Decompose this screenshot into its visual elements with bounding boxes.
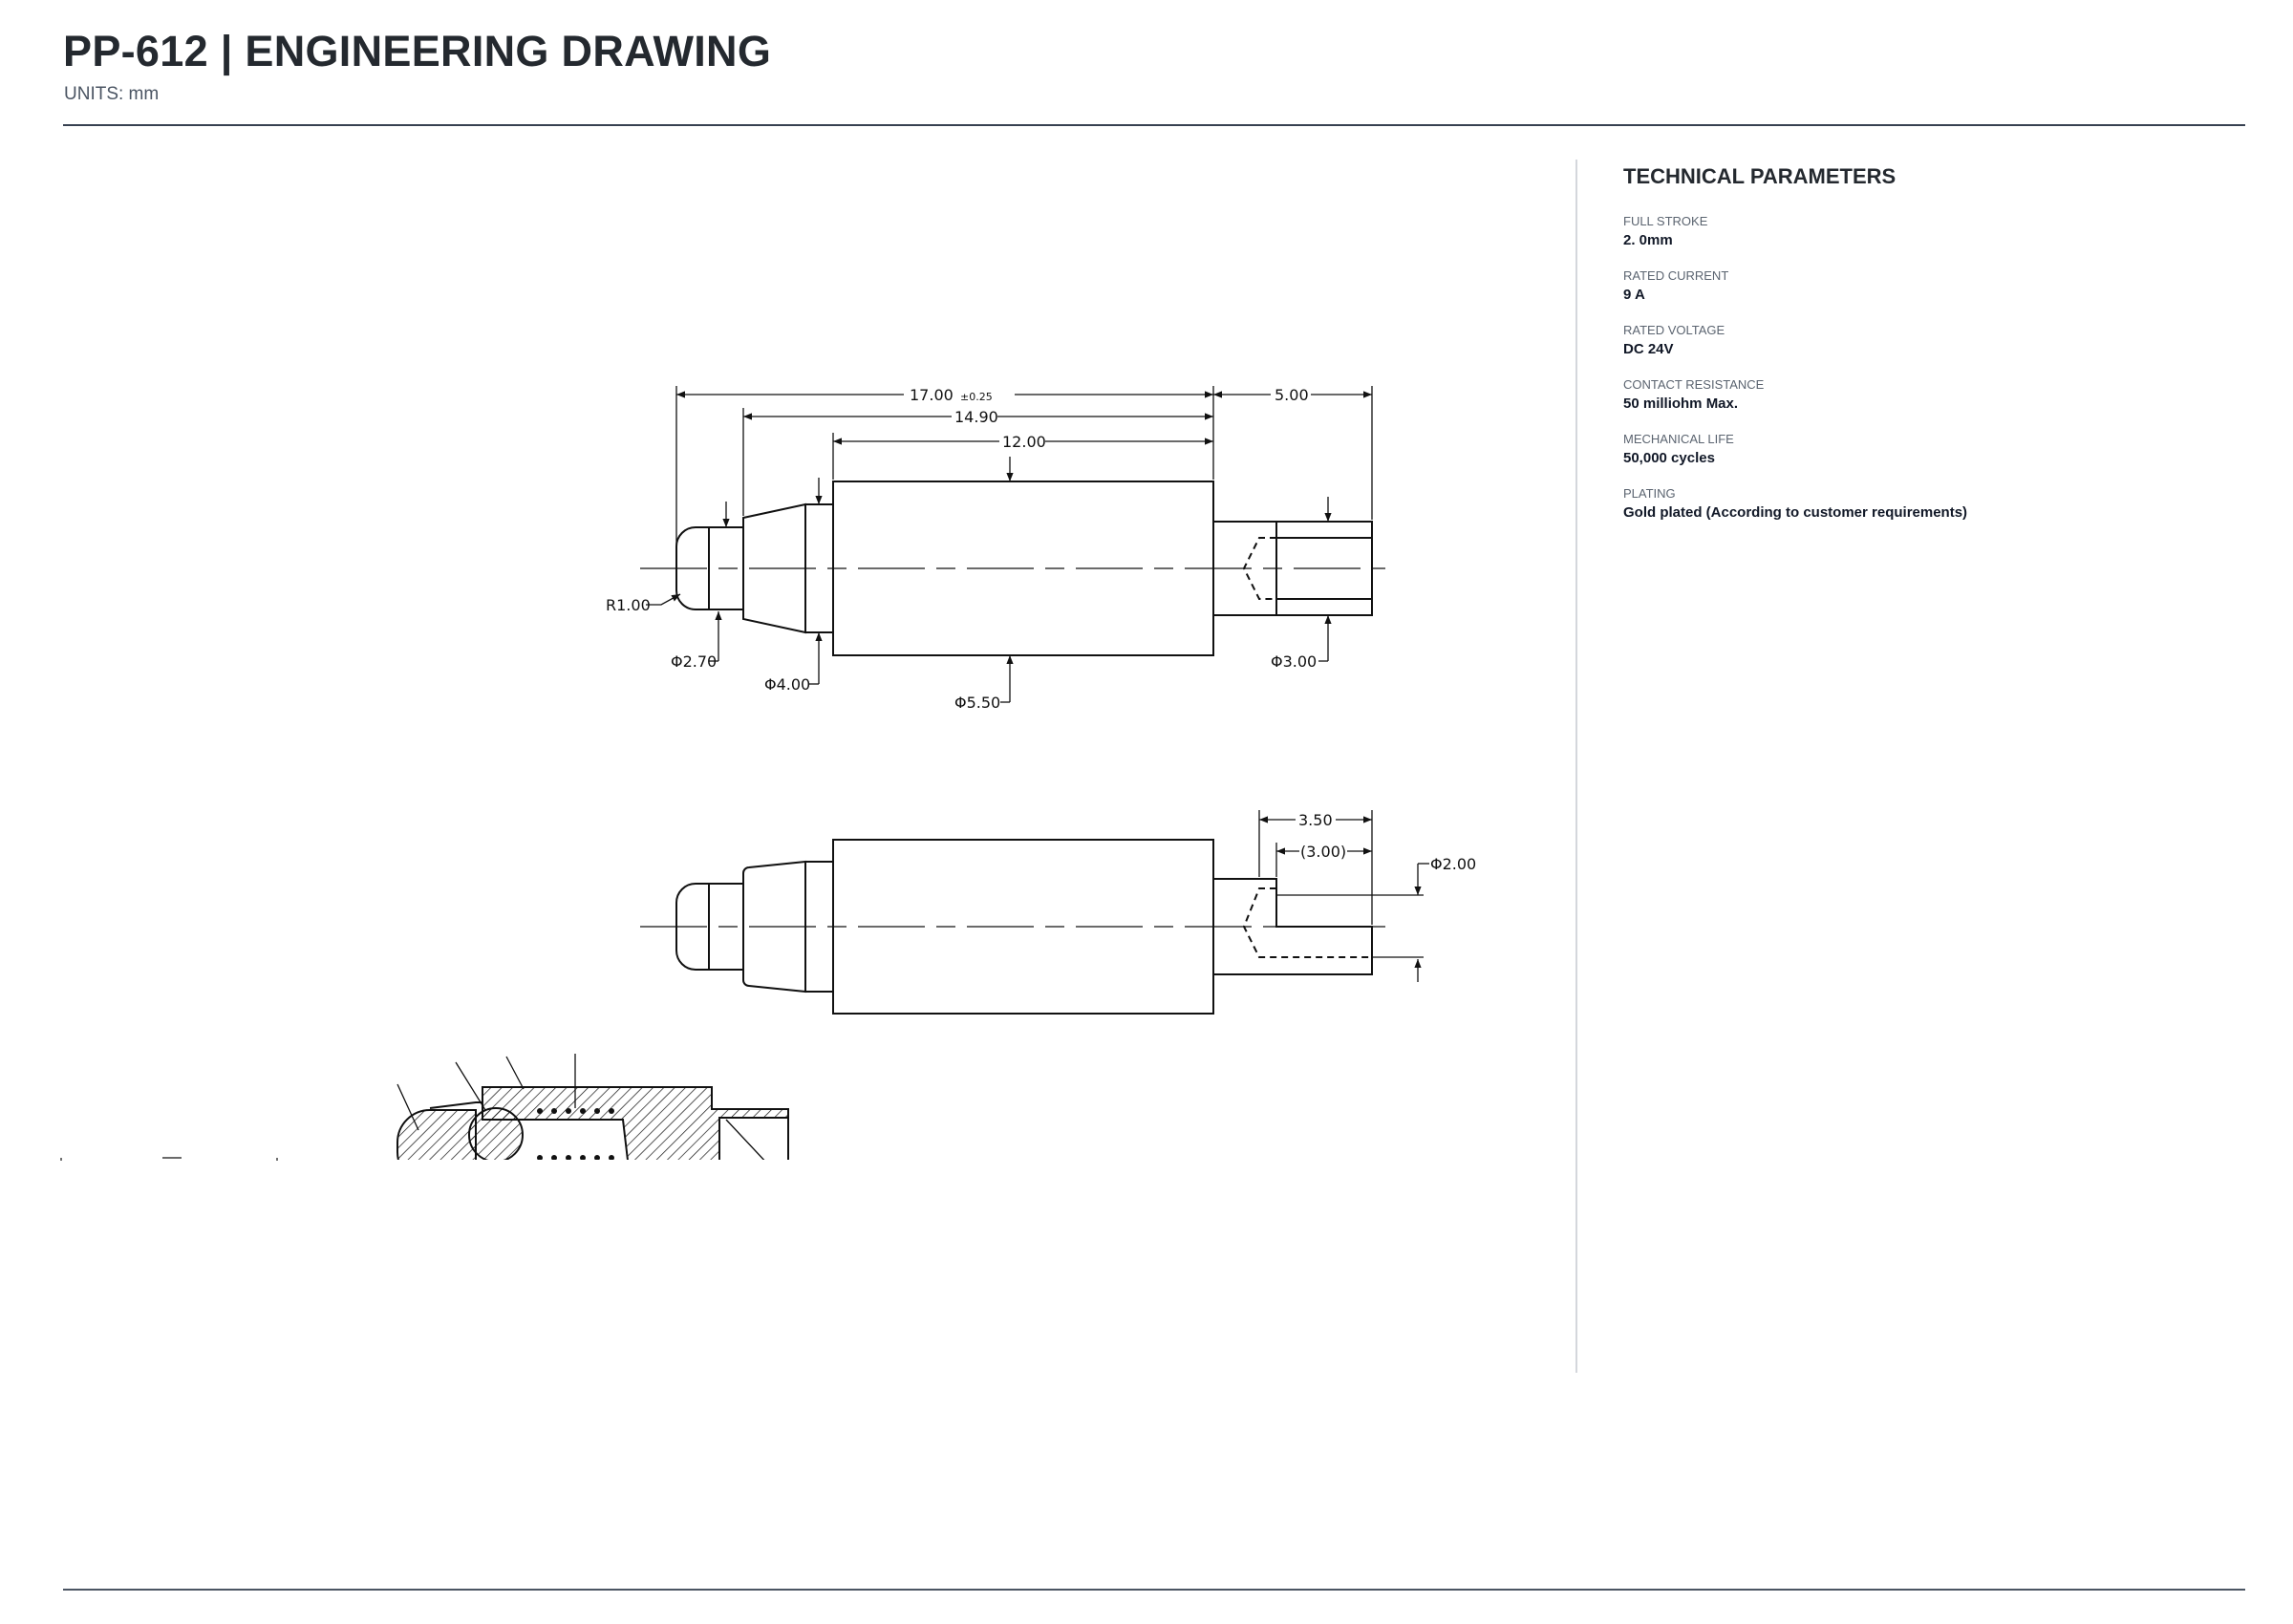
dim-collar-diameter: Φ4.00	[764, 675, 810, 694]
side-dimension-labels: 3.50 (3.00) Φ2.00	[1296, 810, 1476, 873]
front-view	[640, 481, 1385, 656]
section-tail-socket	[718, 1117, 789, 1160]
parameters-heading: TECHNICAL PARAMETERS	[1623, 164, 1897, 188]
param-contact-resistance: CONTACT RESISTANCE 50 milliohm Max.	[1623, 377, 2216, 414]
param-value: 50,000 cycles	[1623, 450, 1715, 466]
dim-slot-inner: (3.00)	[1300, 843, 1346, 861]
side-center-drill-hidden	[1242, 887, 1372, 958]
param-value: DC 24V	[1623, 341, 1674, 357]
front-dimension-labels: 17.00 ±0.25 5.00 14.90 12.00 R1.00 Φ2.70…	[606, 384, 1317, 712]
param-label: PLATING	[1623, 486, 1676, 501]
units-label: UNITS: mm	[64, 84, 160, 104]
section-view	[396, 1054, 789, 1160]
header-rule	[63, 124, 2245, 126]
dim-slot-diameter: Φ2.00	[1430, 855, 1476, 873]
dim-overall-length: 17.00	[910, 386, 954, 404]
param-label: RATED CURRENT	[1623, 268, 1729, 283]
param-label: CONTACT RESISTANCE	[1623, 377, 1765, 392]
plunger-tip	[675, 526, 710, 610]
param-value: 9 A	[1623, 287, 1645, 303]
param-value: 2. 0mm	[1623, 232, 1673, 248]
panel-divider	[1575, 160, 1577, 1373]
dim-tail-length: 5.00	[1275, 386, 1309, 404]
param-label: MECHANICAL LIFE	[1623, 432, 1734, 446]
dim-tip-diameter: Φ2.70	[671, 652, 717, 671]
dim-body-diameter: Φ5.50	[954, 694, 1000, 712]
section-barrel-wall	[482, 1086, 789, 1160]
param-full-stroke: FULL STROKE 2. 0mm	[1623, 214, 2216, 250]
param-label: FULL STROKE	[1623, 214, 1708, 228]
section-plunger-tip	[396, 1109, 477, 1160]
technical-parameters-panel: TECHNICAL PARAMETERS FULL STROKE 2. 0mm …	[1623, 164, 2216, 541]
dim-body-length: 12.00	[1002, 433, 1046, 451]
param-value: Gold plated (According to customer requi…	[1623, 504, 1968, 521]
dim-overall-tolerance: ±0.25	[960, 391, 993, 403]
dim-slot-outer: 3.50	[1298, 811, 1333, 829]
side-view	[640, 839, 1385, 1015]
dim-tip-radius: R1.00	[606, 596, 651, 614]
param-mechanical-life: MECHANICAL LIFE 50,000 cycles	[1623, 432, 2216, 468]
cropped-tick-marks	[60, 1157, 278, 1161]
param-rated-current: RATED CURRENT 9 A	[1623, 268, 2216, 305]
param-plating: PLATING Gold plated (According to custom…	[1623, 486, 2216, 523]
spring-coils	[537, 1108, 614, 1160]
param-rated-voltage: RATED VOLTAGE DC 24V	[1623, 323, 2216, 359]
param-value: 50 milliohm Max.	[1623, 395, 1739, 412]
page-title: PP-612 | ENGINEERING DRAWING	[63, 27, 772, 75]
engineering-drawing: 17.00 ±0.25 5.00 14.90 12.00 R1.00 Φ2.70…	[60, 384, 1476, 1161]
param-label: RATED VOLTAGE	[1623, 323, 1725, 337]
footer-rule	[63, 1589, 2245, 1591]
side-tip	[675, 883, 710, 971]
dim-length-14-90: 14.90	[954, 408, 998, 426]
section-ball	[468, 1107, 524, 1160]
dim-tail-diameter: Φ3.00	[1271, 652, 1317, 671]
